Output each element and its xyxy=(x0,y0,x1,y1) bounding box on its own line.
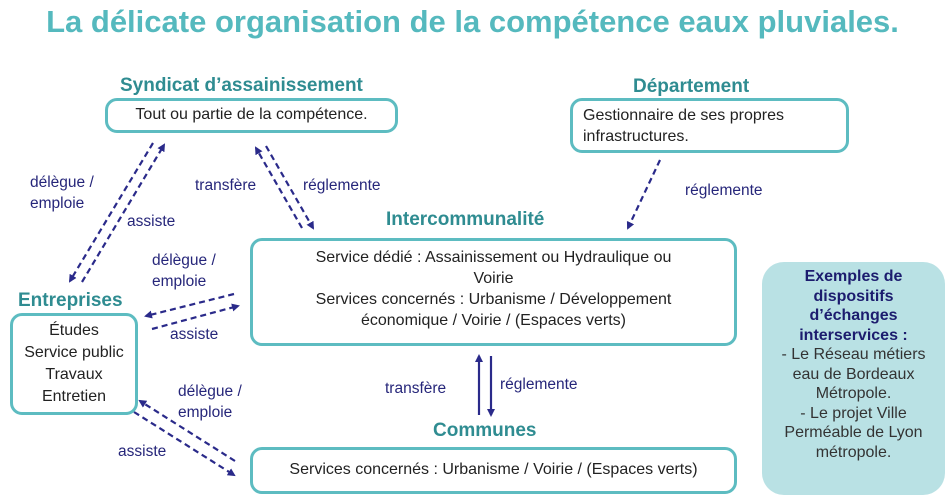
label-syndicat-intercommunalite-reglemente: réglemente xyxy=(303,177,381,194)
arrow-syndicat-to-entreprises xyxy=(68,142,154,283)
arrow-entreprises-to-intercommunalite xyxy=(151,303,240,331)
entreprises-box: Études Service public Travaux Entretien xyxy=(10,313,138,415)
communes-text: Services concernés : Urbanisme / Voirie … xyxy=(289,461,698,478)
communes-heading: Communes xyxy=(433,420,537,441)
departement-line: Gestionnaire de ses propres xyxy=(583,107,784,124)
examples-heading-line: d’échanges xyxy=(809,307,898,324)
label-line: emploie xyxy=(30,195,85,212)
arrow-intercommunalite-to-entreprises xyxy=(144,292,235,319)
intercommunalite-box: Service dédié : Assainissement ou Hydrau… xyxy=(250,238,737,346)
label-intercommunalite-entreprises-assiste: assiste xyxy=(170,326,219,343)
label-communes-entreprises-assiste: assiste xyxy=(118,443,167,460)
label-line: délègue / xyxy=(30,174,94,191)
arrow-departement-to-intercommunalite xyxy=(626,159,661,230)
intercommunalite-heading: Intercommunalité xyxy=(386,209,545,230)
label-intercommunalite-entreprises-delegue: délègue / emploie xyxy=(152,250,216,292)
examples-line: métropole. xyxy=(815,443,892,461)
label-line: délègue / xyxy=(178,383,242,400)
label-line: délègue / xyxy=(152,252,216,269)
examples-line: Métropole. xyxy=(815,385,892,402)
syndicat-text: Tout ou partie de la compétence. xyxy=(135,106,368,123)
examples-line: - Le Réseau métiers xyxy=(781,346,926,363)
entreprises-heading: Entreprises xyxy=(18,290,123,311)
arrow-communes-to-entreprises xyxy=(138,399,236,462)
examples-line: eau de Bordeaux xyxy=(792,365,915,383)
label-syndicat-entreprises-assiste: assiste xyxy=(127,213,176,230)
entreprises-line: Travaux xyxy=(45,366,103,383)
departement-box: Gestionnaire de ses propres infrastructu… xyxy=(570,98,849,153)
entreprises-line: Entretien xyxy=(41,388,107,405)
communes-box: Services concernés : Urbanisme / Voirie … xyxy=(250,447,737,494)
examples-heading-line: interservices : xyxy=(799,326,908,344)
examples-heading-line: Exemples de xyxy=(804,268,903,285)
label-line: emploie xyxy=(178,404,233,421)
entreprises-line: Service public xyxy=(24,344,124,361)
label-communes-intercommunalite-transfere: transfère xyxy=(385,380,447,397)
departement-line: infrastructures. xyxy=(583,128,689,145)
label-departement-intercommunalite-reglemente: réglemente xyxy=(685,182,763,199)
arrow-intercommunalite-to-syndicat xyxy=(255,146,303,229)
arrow-syndicat-to-intercommunalite xyxy=(265,145,314,230)
intercommunalite-line: Service dédié : Assainissement ou Hydrau… xyxy=(315,249,672,266)
arrow-entreprises-to-syndicat xyxy=(81,143,166,283)
examples-line: - Le projet Ville xyxy=(800,404,907,422)
examples-line: Perméable de Lyon xyxy=(784,424,923,441)
label-communes-intercommunalite-reglemente: réglemente xyxy=(500,376,578,393)
entreprises-line: Études xyxy=(49,322,99,339)
page-title: La délicate organisation de la compétenc… xyxy=(46,4,899,39)
label-syndicat-intercommunalite-transfere: transfère xyxy=(195,177,257,194)
label-line: emploie xyxy=(152,273,207,290)
intercommunalite-line: économique / Voirie / (Espaces verts) xyxy=(360,312,626,329)
label-syndicat-entreprises-delegue: délègue / emploie xyxy=(30,172,94,214)
examples-heading-line: dispositifs xyxy=(813,287,894,305)
syndicat-heading: Syndicat d’assainissement xyxy=(120,75,363,96)
intercommunalite-line: Services concernés : Urbanisme / Dévelop… xyxy=(315,291,672,308)
departement-heading: Département xyxy=(633,76,750,97)
intercommunalite-line: Voirie xyxy=(473,270,514,287)
examples-box: Exemples de dispositifs d’échanges inter… xyxy=(762,262,945,495)
label-communes-entreprises-delegue: délègue / emploie xyxy=(178,381,242,423)
syndicat-box: Tout ou partie de la compétence. xyxy=(105,98,398,133)
